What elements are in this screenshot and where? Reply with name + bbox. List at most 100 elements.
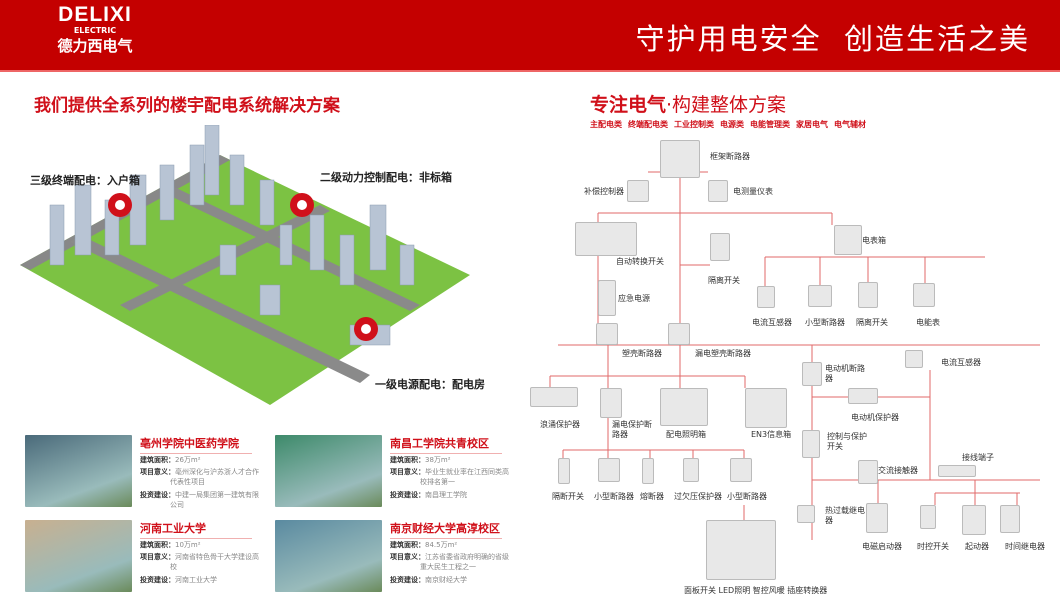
product-image — [730, 458, 752, 482]
project-photo — [25, 520, 132, 592]
product-image — [627, 180, 649, 202]
product-label: 塑壳断路器 — [622, 349, 662, 358]
product-label: 电测量仪表 — [733, 187, 773, 196]
meaning-value: 毕业生就业率在江西同类高校排名第一 — [420, 468, 509, 486]
product-label: 配电照明箱 — [666, 430, 706, 439]
product-label: 应急电源 — [618, 294, 650, 303]
product-label: 控制与保护开关 — [827, 432, 867, 451]
product-image — [530, 387, 578, 407]
product-label: 电动机断路器 — [825, 364, 865, 383]
product-image — [848, 388, 878, 404]
delixi-logo: DELIXI ELECTRIC 德力西电气 — [40, 4, 150, 56]
product-label: 面板开关 LED照明 智控风暖 插座转换器 — [684, 586, 828, 595]
product-image — [834, 225, 862, 255]
area-value: 26万m² — [175, 456, 201, 464]
product-image — [660, 388, 708, 426]
product-image — [858, 460, 878, 484]
area-value: 84.5万m² — [425, 541, 458, 549]
category: 电源类 — [720, 120, 744, 129]
product-label: 起动器 — [965, 542, 989, 551]
category: 终端配电类 — [628, 120, 668, 129]
city-label-level2: 二级动力控制配电：非标箱 — [320, 171, 452, 184]
product-image — [710, 233, 730, 261]
project-photo — [25, 435, 132, 507]
project-investor: 投资建设：河南工业大学 — [140, 575, 265, 585]
product-label: 漏电保护断路器 — [612, 420, 652, 439]
investor-value: 南昌理工学院 — [425, 491, 467, 499]
product-image — [797, 505, 815, 523]
product-image — [905, 350, 923, 368]
investor-value: 中建一局集团第一建筑有限公司 — [170, 491, 259, 509]
project-investor: 投资建设：南京财经大学 — [390, 575, 515, 585]
project-meaning: 项目意义：毕业生就业率在江西同类高校排名第一 — [390, 467, 515, 487]
category: 工业控制类 — [674, 120, 714, 129]
meaning-label: 项目意义： — [140, 468, 175, 476]
product-image — [660, 140, 700, 178]
investor-label: 投资建设： — [140, 576, 175, 584]
category: 电气辅材 — [834, 120, 866, 129]
title-rest: ·构建整体方案 — [666, 94, 787, 116]
product-image — [802, 430, 820, 458]
city-illustration — [20, 125, 470, 405]
project-name: 南京财经大学高淳校区 — [390, 520, 502, 539]
title-bold: 专注电气 — [590, 94, 667, 116]
project-meaning: 项目意义：江苏省委省政府明确的省级重大民生工程之一 — [390, 552, 515, 572]
product-image — [913, 283, 935, 307]
product-label: 漏电塑壳断路器 — [695, 349, 751, 358]
area-value: 10万m² — [175, 541, 201, 549]
project-area: 建筑面积：84.5万m² — [390, 540, 515, 550]
investor-value: 南京财经大学 — [425, 576, 467, 584]
product-image — [706, 520, 776, 580]
area-label: 建筑面积： — [390, 456, 425, 464]
meaning-label: 项目意义： — [390, 553, 425, 561]
area-label: 建筑面积： — [140, 456, 175, 464]
investor-label: 投资建设： — [140, 491, 175, 499]
product-image — [802, 362, 822, 386]
left-title: 我们提供全系列的楼宇配电系统解决方案 — [34, 96, 340, 116]
product-label: 过欠压保护器 — [674, 492, 722, 501]
category: 电能管理类 — [750, 120, 790, 129]
project-area: 建筑面积：38万m² — [390, 455, 515, 465]
product-label: 浪涌保护器 — [540, 420, 580, 429]
product-label: 隔断开关 — [552, 492, 584, 501]
product-label: 小型断路器 — [727, 492, 767, 501]
meaning-label: 项目意义： — [140, 553, 175, 561]
header-bar: DELIXI ELECTRIC 德力西电气 守护用电安全 创造生活之美 — [0, 0, 1060, 72]
investor-value: 河南工业大学 — [175, 576, 217, 584]
project-name: 河南工业大学 — [140, 520, 252, 539]
product-image — [558, 458, 570, 484]
project-meaning: 项目意义：河南省特色骨干大学建设高校 — [140, 552, 265, 572]
area-value: 38万m² — [425, 456, 451, 464]
right-title: 专注电气·构建整体方案 — [590, 90, 786, 117]
project-area: 建筑面积：10万m² — [140, 540, 265, 550]
product-label: 电流互感器 — [941, 358, 981, 367]
product-image — [757, 286, 775, 308]
product-label: 隔离开关 — [856, 318, 888, 327]
product-label: 框架断路器 — [710, 152, 750, 161]
product-label: 电磁启动器 — [862, 542, 902, 551]
product-image — [575, 222, 637, 256]
project-name: 南昌工学院共青校区 — [390, 435, 502, 454]
city-label-level1: 一级电源配电：配电房 — [375, 378, 485, 391]
product-label: 小型断路器 — [594, 492, 634, 501]
product-label: 热过载继电器 — [825, 506, 865, 525]
product-label: EN3信息箱 — [751, 430, 792, 439]
product-label: 电动机保护器 — [851, 413, 899, 422]
product-label: 补偿控制器 — [584, 187, 624, 196]
area-label: 建筑面积： — [390, 541, 425, 549]
product-label: 时控开关 — [917, 542, 949, 551]
product-image — [866, 503, 888, 533]
meaning-value: 河南省特色骨干大学建设高校 — [170, 553, 259, 571]
logo-cn: 德力西电气 — [57, 37, 133, 55]
investor-label: 投资建设： — [390, 576, 425, 584]
product-image — [962, 505, 986, 535]
product-image — [600, 388, 622, 418]
product-image — [1000, 505, 1020, 533]
product-label: 隔离开关 — [708, 276, 740, 285]
product-label: 熔断器 — [640, 492, 664, 501]
product-label: 时间继电器 — [1005, 542, 1045, 551]
meaning-label: 项目意义： — [390, 468, 425, 476]
product-image — [920, 505, 936, 529]
project-investor: 投资建设：中建一局集团第一建筑有限公司 — [140, 490, 265, 510]
